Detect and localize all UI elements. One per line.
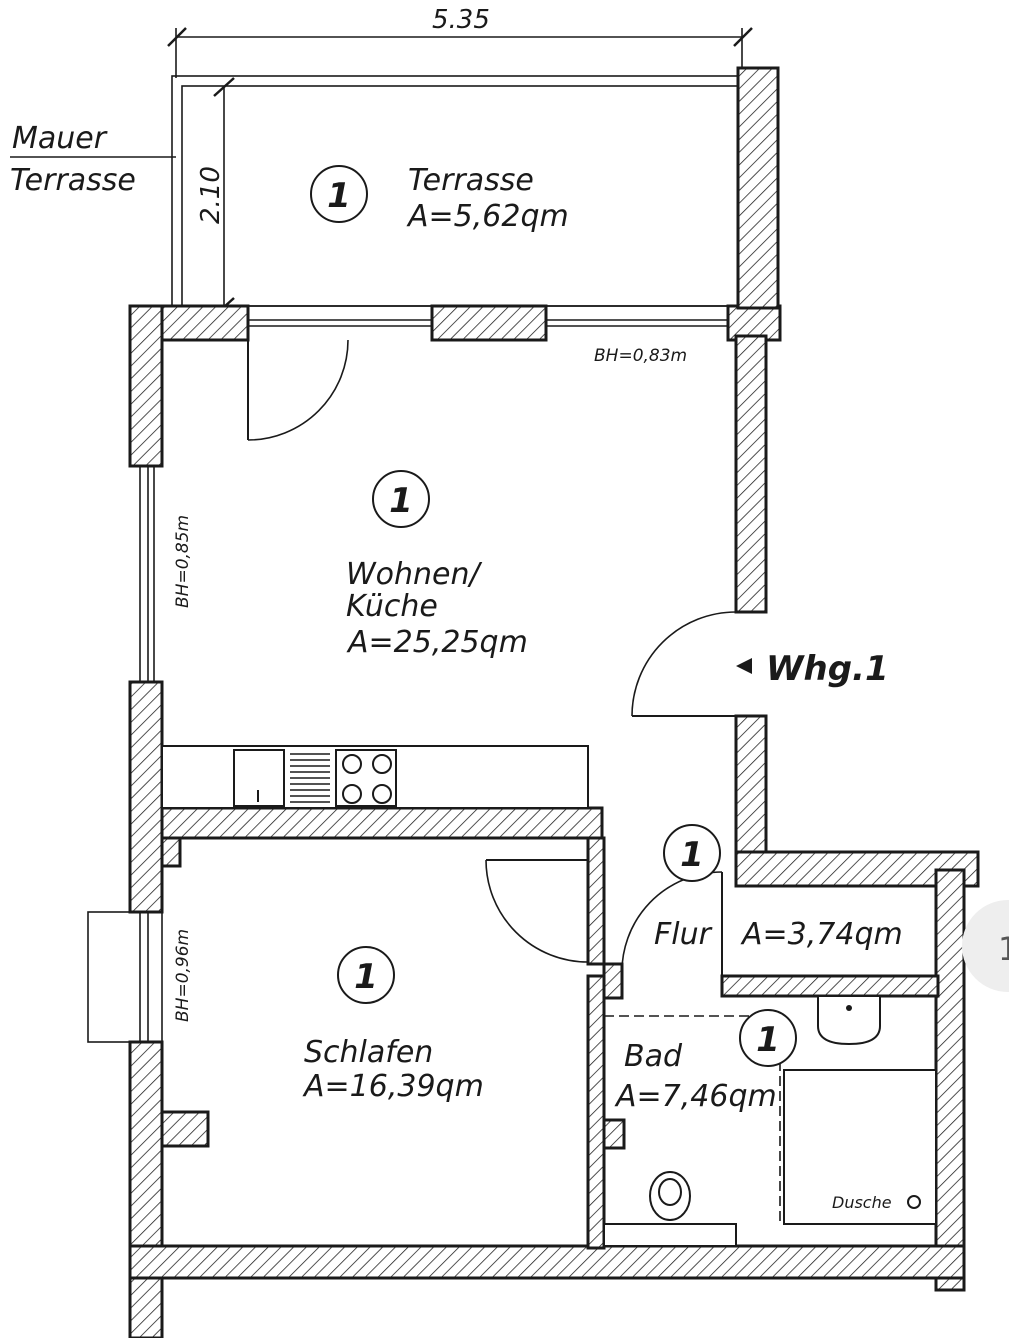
svg-text:1: 1 [389, 481, 413, 521]
room-area-bad: A=7,46qm [614, 1079, 777, 1114]
room-area-terrasse: A=5,62qm [406, 199, 569, 234]
room-area-flur: A=3,74qm [740, 917, 903, 952]
room-name-wohnen-line1: Wohnen/ [346, 557, 483, 592]
room-name-bad: Bad [624, 1039, 683, 1074]
kitchen-counter [161, 745, 589, 809]
edge-badge: 1 [962, 900, 1009, 992]
dimension-width [167, 27, 753, 78]
room-name-wohnen-line2: Küche [346, 589, 438, 624]
svg-text:1: 1 [756, 1020, 780, 1060]
sill-height-bedroom-left: BH=0,96m [173, 929, 193, 1022]
entrance-arrow-icon [736, 658, 752, 674]
badge-schlafen: 1 [337, 946, 395, 1004]
badge-bad: 1 [739, 1009, 797, 1067]
room-name-flur: Flur [654, 917, 713, 952]
badge-flur: 1 [663, 824, 721, 882]
dimension-depth-label: 2.10 [196, 166, 226, 224]
room-area-wohnen: A=25,25qm [346, 625, 528, 660]
room-name-schlafen: Schlafen [304, 1035, 433, 1070]
door-entrance [631, 611, 737, 717]
svg-text:1: 1 [354, 957, 378, 997]
entrance-label: Whg.1 [766, 649, 889, 689]
terrasse-wall-label: Terrasse [10, 163, 136, 198]
window-top [248, 319, 728, 327]
mauer-label: Mauer [12, 121, 108, 156]
shower-label: Dusche [832, 1193, 892, 1212]
dimension-width-label: 5.35 [432, 5, 490, 35]
sill-height-top: BH=0,83m [594, 346, 687, 366]
window-living-left [139, 466, 155, 682]
door-terrace [247, 339, 349, 441]
room-area-schlafen: A=16,39qm [302, 1069, 484, 1104]
badge-terrasse: 1 [310, 165, 368, 223]
badge-wohnen: 1 [372, 470, 430, 528]
room-name-terrasse: Terrasse [408, 163, 534, 198]
sill-height-living-left: BH=0,85m [173, 515, 193, 608]
svg-text:1: 1 [680, 835, 704, 875]
door-bedroom [485, 859, 589, 963]
svg-text:1: 1 [327, 176, 351, 216]
window-bedroom-left [87, 911, 163, 1043]
bathroom-fixtures [603, 995, 937, 1247]
svg-text:1: 1 [998, 930, 1009, 968]
walls [128, 66, 980, 1338]
